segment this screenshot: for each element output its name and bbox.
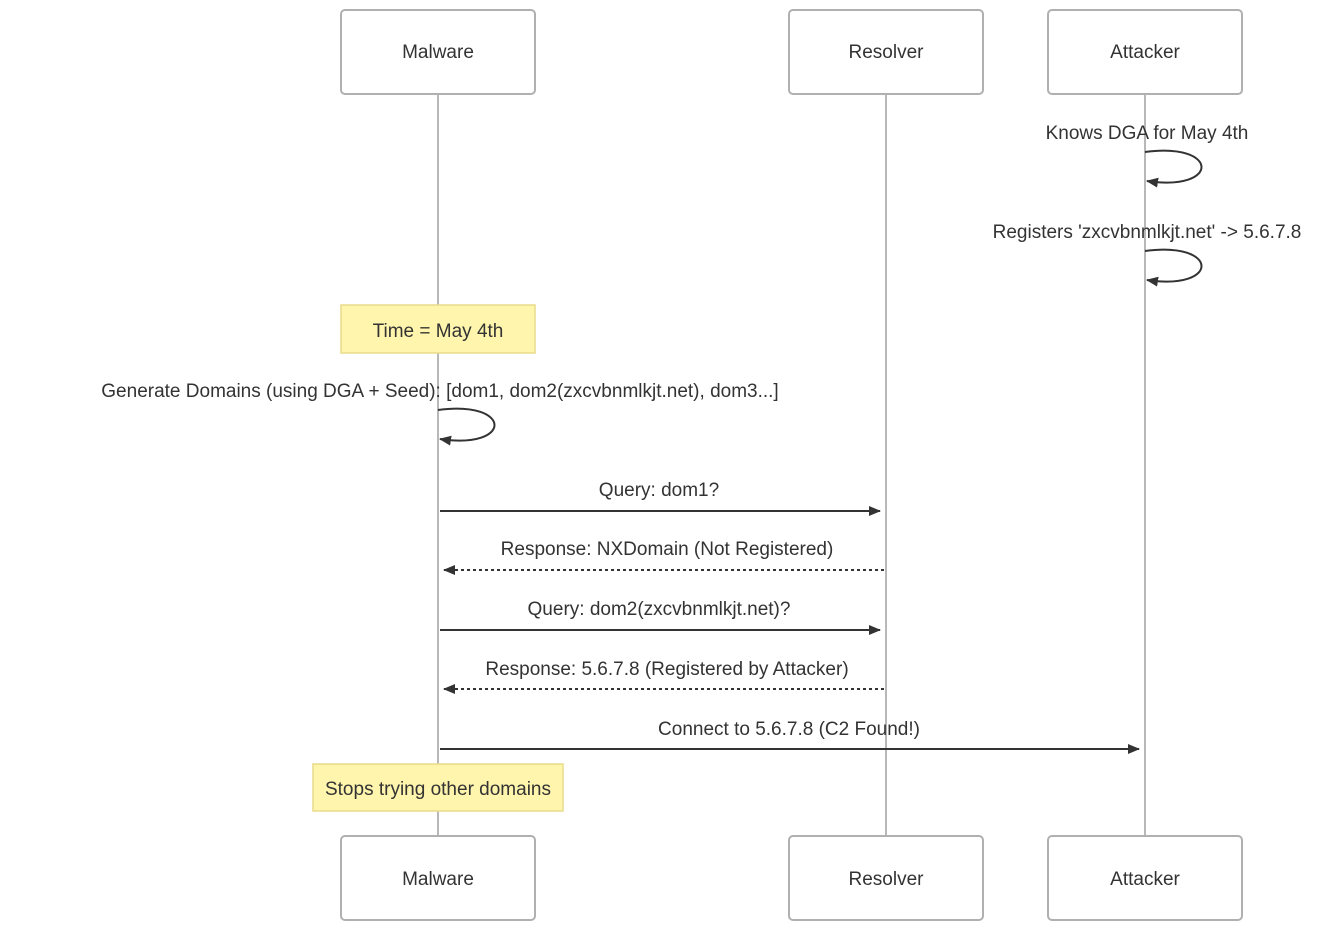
message-connect-c2: Connect to 5.6.7.8 (C2 Found!) bbox=[440, 719, 1140, 754]
participant-label: Resolver bbox=[849, 869, 925, 890]
message-label: Response: 5.6.7.8 (Registered by Attacke… bbox=[485, 659, 848, 680]
participant-resolver-bottom: Resolver bbox=[788, 835, 984, 921]
participant-malware-top: Malware bbox=[340, 9, 536, 95]
self-message-generate-domains: Generate Domains (using DGA + Seed): [do… bbox=[101, 381, 779, 446]
self-arrow bbox=[437, 407, 496, 446]
message-response-nxdomain: Response: NXDomain (Not Registered) bbox=[443, 539, 884, 575]
participant-malware-bottom: Malware bbox=[340, 835, 536, 921]
participant-label: Resolver bbox=[849, 42, 925, 63]
self-message-registers-domain: Registers 'zxcvbnmlkjt.net' -> 5.6.7.8 bbox=[993, 222, 1302, 287]
note-text: Time = May 4th bbox=[373, 321, 504, 342]
self-message-knows-dga: Knows DGA for May 4th bbox=[1046, 123, 1249, 188]
message-label: Connect to 5.6.7.8 (C2 Found!) bbox=[658, 719, 920, 740]
self-arrow bbox=[1144, 248, 1203, 287]
participant-label: Attacker bbox=[1110, 42, 1180, 63]
self-arrow bbox=[1144, 149, 1203, 188]
message-label: Query: dom1? bbox=[599, 480, 719, 501]
message-query-dom1: Query: dom1? bbox=[440, 480, 881, 516]
message-label: Response: NXDomain (Not Registered) bbox=[501, 539, 834, 560]
participant-resolver-top: Resolver bbox=[788, 9, 984, 95]
message-label: Registers 'zxcvbnmlkjt.net' -> 5.6.7.8 bbox=[993, 222, 1302, 243]
message-label: Query: dom2(zxcvbnmlkjt.net)? bbox=[528, 599, 791, 620]
message-label: Generate Domains (using DGA + Seed): [do… bbox=[101, 381, 778, 402]
note-time: Time = May 4th bbox=[340, 304, 536, 354]
participant-attacker-bottom: Attacker bbox=[1047, 835, 1243, 921]
participant-label: Malware bbox=[402, 42, 474, 63]
message-response-ip: Response: 5.6.7.8 (Registered by Attacke… bbox=[443, 659, 884, 694]
note-text: Stops trying other domains bbox=[325, 779, 551, 800]
message-label: Knows DGA for May 4th bbox=[1046, 123, 1249, 144]
participant-label: Attacker bbox=[1110, 869, 1180, 890]
note-stops-trying: Stops trying other domains bbox=[312, 763, 564, 812]
participant-attacker-top: Attacker bbox=[1047, 9, 1243, 95]
message-query-dom2: Query: dom2(zxcvbnmlkjt.net)? bbox=[440, 599, 881, 635]
participant-label: Malware bbox=[402, 869, 474, 890]
